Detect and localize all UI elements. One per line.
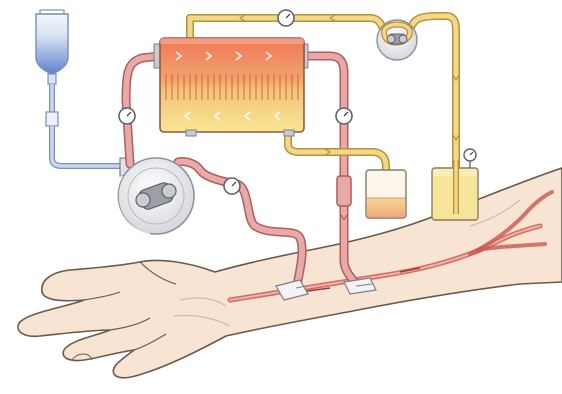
blood-pump: [117, 158, 194, 234]
saline-bag: [36, 10, 132, 176]
arm-skin: [18, 168, 562, 378]
gauge-pre-pump: [224, 178, 240, 194]
gauge-dialysate: [278, 10, 294, 26]
used-dialysate-container: [366, 170, 406, 218]
fresh-dialysate-container: [432, 160, 478, 220]
gauge-arterial: [119, 108, 135, 124]
gauge-venous: [336, 108, 352, 124]
dialysate-pump: [377, 20, 417, 60]
arm: [18, 168, 562, 378]
dialyzer: [154, 38, 308, 136]
gauge-fresh-dialysate: [464, 149, 476, 161]
